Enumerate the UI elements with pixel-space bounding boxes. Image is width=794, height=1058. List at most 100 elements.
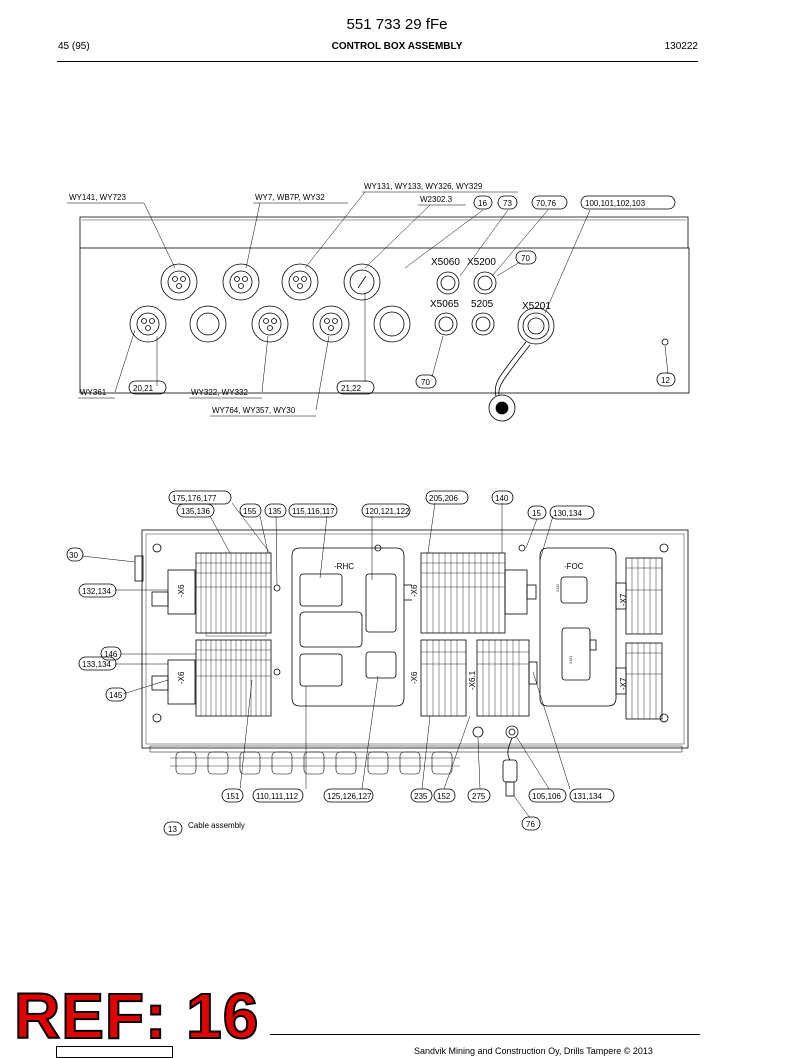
callout-30: 30 xyxy=(69,551,78,560)
callout-131-134: 131,134 xyxy=(573,792,602,801)
callout-155: 155 xyxy=(243,507,257,516)
footer-divider xyxy=(270,1034,700,1035)
callout-133-134: 133,134 xyxy=(82,660,111,669)
legend-number: 13 xyxy=(168,825,177,834)
page-indicator: 45 (95) xyxy=(58,41,90,52)
cable-gland-m25-1 xyxy=(160,263,198,301)
legend-label: Cable assembly xyxy=(188,821,245,830)
terminal-block-x6-upper-left xyxy=(151,552,272,637)
bottom-view-enclosure xyxy=(134,529,689,753)
callout-wy322: WY322, WY332 xyxy=(191,388,248,397)
callout-15: 15 xyxy=(532,509,541,518)
module-label-rhc: -RHC xyxy=(334,562,354,571)
callout-120-122: 120,121,122 xyxy=(365,507,410,516)
callout-130-134: 130,134 xyxy=(553,509,582,518)
module-label-x6-c: -X6 xyxy=(410,584,419,597)
top-view-label-underlines xyxy=(67,191,518,417)
terminal-dividers-middle xyxy=(426,553,500,633)
callout-21-22: 21,22 xyxy=(341,384,362,393)
callout-140: 140 xyxy=(495,494,509,503)
module-label-x6-1: -X6.1 xyxy=(468,670,477,690)
top-view-leaders xyxy=(114,191,669,411)
cable-gland-m20-3 xyxy=(251,305,289,343)
connector-plug-76 xyxy=(472,725,519,797)
terminal-block-x6-lower-middle xyxy=(420,639,467,717)
callout-70-b: 70 xyxy=(421,378,430,387)
footer-copyright: Sandvik Mining and Construction Oy, Dril… xyxy=(414,1046,653,1056)
bottom-cable-glands xyxy=(170,751,460,775)
cable-gland-m20-2 xyxy=(189,305,227,343)
callout-146: 146 xyxy=(104,650,118,659)
connector-5205 xyxy=(471,312,495,336)
module-label-x6-a: -X6 xyxy=(177,584,186,597)
callout-73: 73 xyxy=(503,199,512,208)
rhc-module xyxy=(291,547,412,707)
terminal-dividers-lower-middle xyxy=(426,640,520,716)
label-5205: 5205 xyxy=(471,299,494,310)
callout-110-112: 110,111,112 xyxy=(256,792,299,801)
label-x5065: X5065 xyxy=(430,299,459,310)
callout-20-21: 20,21 xyxy=(133,384,154,393)
callout-16: 16 xyxy=(478,199,487,208)
callout-275: 275 xyxy=(472,792,486,801)
callout-105-106: 105,106 xyxy=(532,792,561,801)
top-view-bubbles xyxy=(128,195,676,395)
connector-x5201 xyxy=(517,307,555,345)
terminal-dividers-right xyxy=(631,558,657,719)
callout-70-76: 70,76 xyxy=(536,199,557,208)
header-divider xyxy=(57,61,698,62)
connector-x5060 xyxy=(436,271,460,295)
page-title: CONTROL BOX ASSEMBLY xyxy=(331,41,463,52)
terminal-block-x6-lower-left xyxy=(151,639,272,717)
label-x5200: X5200 xyxy=(467,257,496,268)
callout-175-177: 175,176,177 xyxy=(172,494,217,503)
module-label-x6-d: -X6 xyxy=(410,671,419,684)
dust-cap-with-chain xyxy=(488,341,531,422)
callout-125-127: 125,126,127 xyxy=(327,792,372,801)
cable-gland-m25-4 xyxy=(343,263,381,301)
cable-gland-m20-4 xyxy=(312,305,350,343)
top-view-enclosure xyxy=(79,216,690,394)
callout-151: 151 xyxy=(226,792,240,801)
module-label-x6-b: -X6 xyxy=(177,671,186,684)
callout-235: 235 xyxy=(414,792,428,801)
label-x5201: X5201 xyxy=(522,301,551,312)
callout-115-117: 115,116,117 xyxy=(292,507,335,516)
callout-wy141: WY141, WY723 xyxy=(69,193,126,202)
bottom-view-leaders xyxy=(81,502,571,819)
module-label-xm1: XM1 xyxy=(568,655,573,664)
callout-wy764: WY764, WY357, WY30 xyxy=(212,406,296,415)
callout-152: 152 xyxy=(437,792,451,801)
bottom-view-bubbles xyxy=(66,490,615,836)
callout-wy361: WY361 xyxy=(80,388,107,397)
callout-205-206: 205,206 xyxy=(429,494,458,503)
connector-x5065 xyxy=(434,312,458,336)
callout-w2302: W2302.3 xyxy=(420,195,453,204)
module-label-xm2: XM2 xyxy=(555,583,560,592)
document-number: 551 733 29 fFe xyxy=(346,16,448,33)
module-label-x7-b: -X7 xyxy=(619,677,628,690)
callout-135-136: 135,136 xyxy=(181,507,210,516)
callout-wy131: WY131, WY133, WY326, WY329 xyxy=(364,182,483,191)
cable-gland-m20-5 xyxy=(373,305,411,343)
cable-gland-m20-1 xyxy=(129,305,167,343)
foc-module xyxy=(539,547,617,707)
screw-12 xyxy=(661,338,669,346)
screw-left-lower xyxy=(273,668,281,676)
reference-stamp: REF: 16 xyxy=(13,980,260,1052)
bottom-view-labels: 175,176,177 135,136 155 135 115,116,117 … xyxy=(69,494,628,834)
callout-wy7: WY7, WB7P, WY32 xyxy=(255,193,325,202)
callout-76: 76 xyxy=(526,820,535,829)
company-logo xyxy=(56,1046,173,1058)
connector-x5200 xyxy=(473,271,497,295)
module-label-foc: -FOC xyxy=(564,562,584,571)
module-label-x7-a: -X7 xyxy=(619,593,628,606)
callout-70-a: 70 xyxy=(521,254,530,263)
terminal-dividers-left xyxy=(200,553,267,716)
top-view-labels: WY141, WY723 WY7, WB7P, WY32 WY131, WY13… xyxy=(69,182,670,415)
callout-145: 145 xyxy=(109,691,123,700)
terminal-block-x6-1 xyxy=(476,639,538,717)
screw-left-upper xyxy=(273,584,281,592)
terminal-block-x6-upper-middle xyxy=(420,552,537,634)
